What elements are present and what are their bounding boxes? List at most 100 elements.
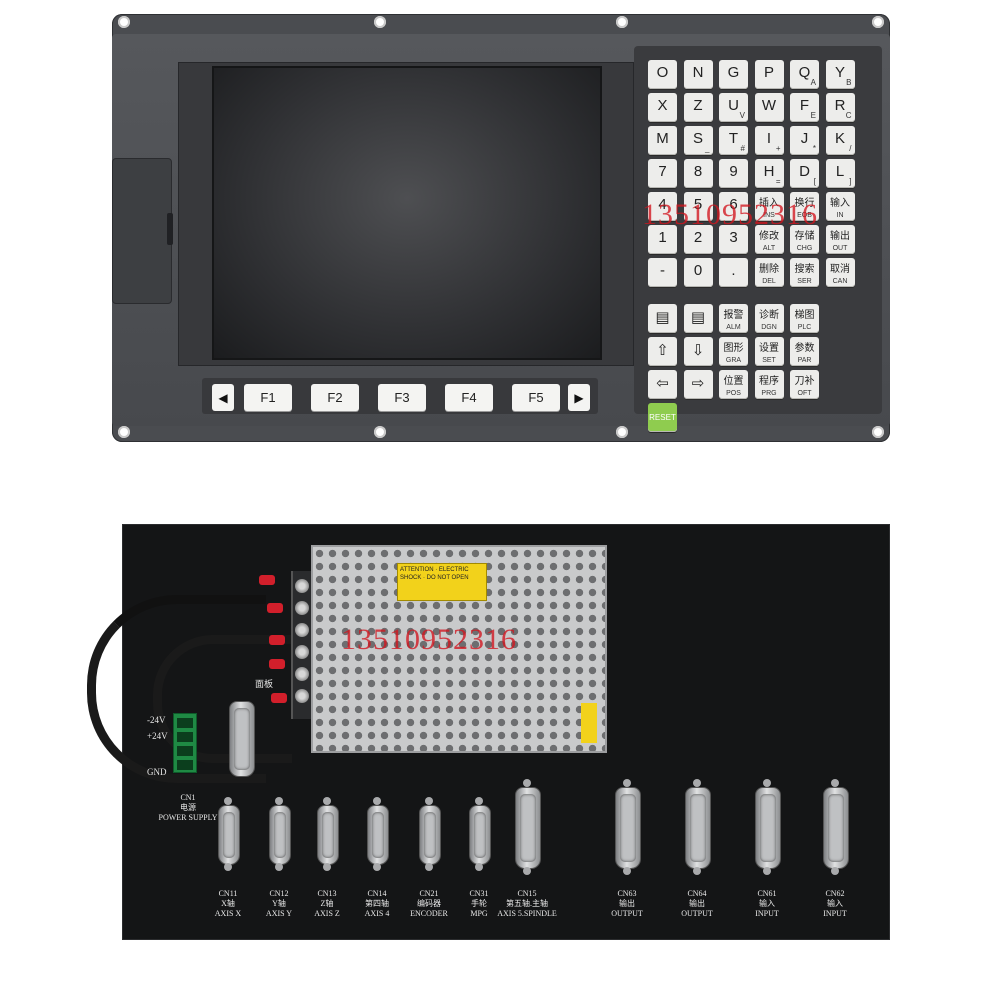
key-j[interactable]: J* bbox=[790, 126, 819, 155]
key-2[interactable]: 2 bbox=[683, 225, 713, 254]
triangle-right-icon[interactable]: ▶ bbox=[568, 384, 590, 411]
key-t[interactable]: T# bbox=[719, 126, 748, 155]
key-m[interactable]: M bbox=[648, 126, 677, 155]
panel-db-connector[interactable] bbox=[229, 701, 255, 777]
key-x[interactable]: X bbox=[648, 93, 677, 122]
door-handle[interactable] bbox=[167, 213, 173, 245]
power-connector-cn1[interactable] bbox=[173, 713, 197, 773]
f2-button[interactable]: F2 bbox=[311, 384, 359, 411]
key-5[interactable]: 5 bbox=[683, 192, 713, 221]
panel-label: 面板 bbox=[255, 679, 274, 689]
key-label: H bbox=[763, 163, 775, 180]
key-label: J bbox=[800, 130, 809, 147]
connector-cn62[interactable] bbox=[823, 787, 849, 869]
key-label: O bbox=[656, 64, 669, 81]
key-nav-11[interactable]: ⇨ bbox=[683, 370, 713, 399]
f5-button[interactable]: F5 bbox=[512, 384, 560, 411]
key-label: D bbox=[799, 163, 810, 180]
key-n[interactable]: N bbox=[683, 60, 713, 89]
connector-cn13[interactable] bbox=[317, 805, 339, 865]
key--[interactable]: - bbox=[648, 258, 677, 287]
key-nav-10[interactable]: ⇦ bbox=[648, 370, 677, 399]
key-label: 报警 bbox=[723, 310, 744, 321]
connector-cn63[interactable] bbox=[615, 787, 641, 869]
mount-hole bbox=[616, 16, 628, 28]
key-4[interactable]: 4 bbox=[648, 192, 677, 221]
key-s[interactable]: S_ bbox=[683, 126, 713, 155]
connector-screw bbox=[275, 797, 283, 805]
connector-cn21[interactable] bbox=[419, 805, 441, 865]
key-i[interactable]: I+ bbox=[754, 126, 784, 155]
psu-side-label bbox=[581, 703, 597, 743]
key-nav-1[interactable]: ▤ bbox=[683, 304, 713, 333]
key-3[interactable]: 3 bbox=[719, 225, 748, 254]
key-9[interactable]: 9 bbox=[719, 159, 748, 188]
connector-cn61[interactable] bbox=[755, 787, 781, 869]
key-1[interactable]: 1 bbox=[648, 225, 677, 254]
key-nav-5[interactable]: ⇧ bbox=[648, 337, 677, 366]
key-0[interactable]: 0 bbox=[683, 258, 713, 287]
key-nav-0[interactable]: ▤ bbox=[648, 304, 677, 333]
key-z[interactable]: Z bbox=[683, 93, 713, 122]
f4-button[interactable]: F4 bbox=[445, 384, 493, 411]
reset-button[interactable]: RESET bbox=[648, 403, 677, 432]
connector-cn15[interactable] bbox=[515, 787, 541, 869]
connector-screw bbox=[475, 797, 483, 805]
key-label: 程序 bbox=[759, 376, 779, 387]
f1-button[interactable]: F1 bbox=[244, 384, 292, 411]
triangle-left-icon[interactable]: ◀ bbox=[212, 384, 234, 411]
connector-screw bbox=[425, 863, 433, 871]
key-6[interactable]: 6 bbox=[719, 192, 748, 221]
key-w[interactable]: W bbox=[754, 93, 784, 122]
usb-door[interactable] bbox=[112, 158, 173, 304]
key-7[interactable]: 7 bbox=[648, 159, 677, 188]
key-h[interactable]: H= bbox=[754, 159, 784, 188]
key-d[interactable]: D[ bbox=[790, 159, 819, 188]
key-g[interactable]: G bbox=[719, 60, 748, 89]
key-p[interactable]: P bbox=[754, 60, 784, 89]
connector-cn64[interactable] bbox=[685, 787, 711, 869]
key-label: 搜索 bbox=[794, 264, 815, 275]
mount-hole bbox=[118, 426, 130, 438]
connector-screw bbox=[623, 779, 631, 787]
connector-cn11[interactable] bbox=[218, 805, 240, 865]
connector-cn31[interactable] bbox=[469, 805, 491, 865]
key-.[interactable]: . bbox=[719, 258, 748, 287]
key-l[interactable]: L] bbox=[825, 159, 855, 188]
key-k[interactable]: K/ bbox=[825, 126, 855, 155]
key-o[interactable]: O bbox=[648, 60, 677, 89]
mount-hole bbox=[374, 426, 386, 438]
connector-cn14[interactable] bbox=[367, 805, 389, 865]
key-sublabel: GRA bbox=[725, 357, 742, 364]
key-nav-6[interactable]: ⇩ bbox=[683, 337, 713, 366]
connector-cn12[interactable] bbox=[269, 805, 291, 865]
key-8[interactable]: 8 bbox=[683, 159, 713, 188]
f3-button[interactable]: F3 bbox=[378, 384, 426, 411]
